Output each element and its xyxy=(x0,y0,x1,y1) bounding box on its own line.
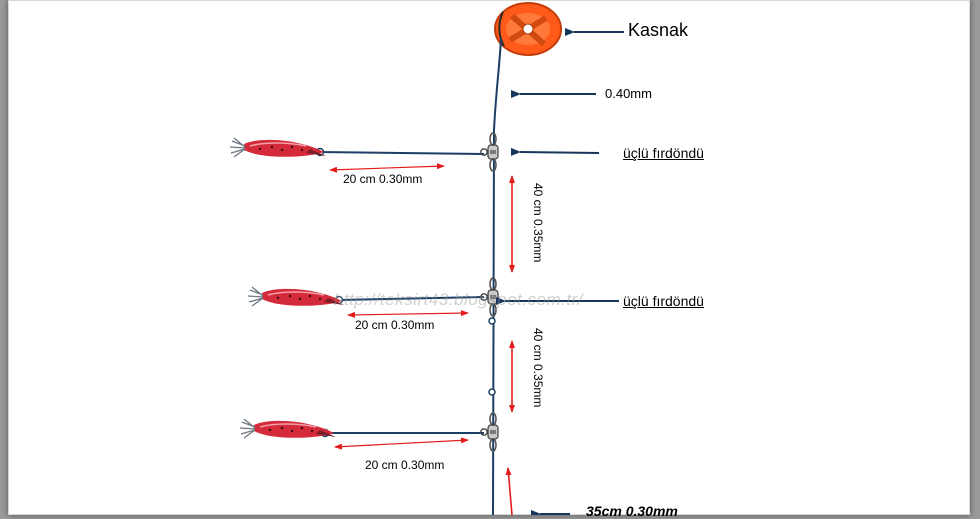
reel-icon xyxy=(494,2,562,56)
branch-measure-arrow-3 xyxy=(334,437,469,450)
branch-line-2 xyxy=(337,296,485,301)
bottom-measure-arrow xyxy=(505,467,513,515)
main-line-label: 0.40mm xyxy=(605,86,652,101)
swivel-label-1: üçlü fırdöndü xyxy=(623,145,704,161)
swivel-pointer-arrow-1 xyxy=(510,147,600,156)
swivel-label-2: üçlü fırdöndü xyxy=(623,293,704,309)
squid-lure-icon-1 xyxy=(229,137,327,158)
watermark: http://teksirt43.blogspot.com.tr/ xyxy=(334,290,583,309)
connector-ring-2 xyxy=(488,388,496,396)
branch-label-1: 20 cm 0.30mm xyxy=(343,172,423,186)
main-line xyxy=(492,37,502,515)
branch-label-3: 20 cm 0.30mm xyxy=(365,458,445,472)
branch-line-1 xyxy=(317,151,485,155)
spacing-label-2: 40 cm 0.35mm xyxy=(531,328,545,408)
branch-label-2: 20 cm 0.30mm xyxy=(355,318,435,332)
squid-lure-icon-3 xyxy=(239,418,337,439)
swivel-icon-1 xyxy=(479,132,499,172)
squid-lure-icon-2 xyxy=(247,286,345,307)
branch-measure-arrow-1 xyxy=(329,163,445,173)
branch-measure-arrow-2 xyxy=(347,310,469,318)
reel-label: Kasnak xyxy=(628,20,689,40)
connector-ring-1 xyxy=(488,317,496,325)
spacing-label-1: 40 cm 0.35mm xyxy=(531,183,545,263)
bottom-label: 35cm 0.30mm xyxy=(586,503,678,519)
